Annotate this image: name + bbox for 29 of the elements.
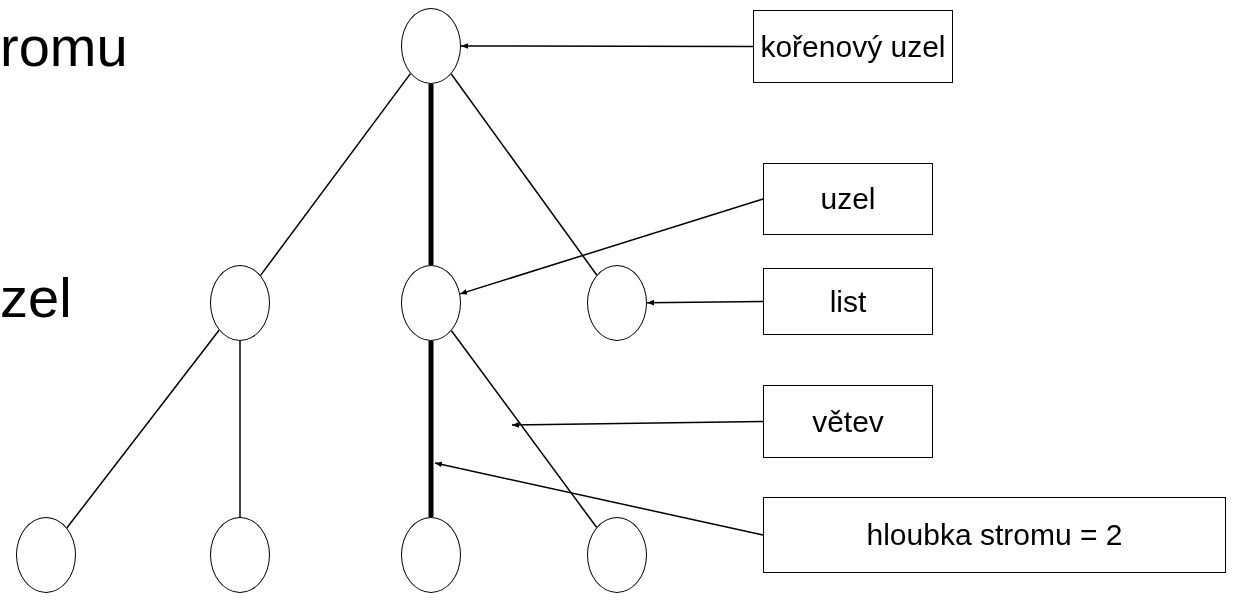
slide-text: romu: [0, 14, 128, 79]
tree-node-circle: [401, 265, 461, 341]
tree-node-circle: [16, 517, 76, 593]
box-label: uzel: [820, 182, 876, 216]
tree-branch-line: [66, 329, 220, 529]
label-box: [753, 10, 953, 83]
tree-branch-line: [239, 340, 241, 518]
leader-arrow: [434, 461, 764, 536]
box-label: kořenový uzel: [760, 29, 946, 64]
label-box: [763, 163, 933, 235]
leader-arrow: [459, 198, 764, 295]
tree-node-circle: [587, 517, 647, 593]
tree-branch-line: [450, 330, 598, 528]
label-box: [763, 268, 933, 335]
box-label: větev: [812, 404, 884, 439]
leader-arrow: [646, 299, 764, 306]
tree-node-circle: [210, 265, 270, 341]
leader-arrow: [511, 420, 764, 428]
box-label: list: [829, 284, 867, 319]
slide-text: zel: [0, 265, 72, 330]
tree-branch-line: [450, 73, 598, 276]
label-box: [763, 497, 1226, 573]
tree-node-circle: [587, 265, 647, 341]
box-label: hloubka stromu = 2: [866, 518, 1123, 552]
label-box: [763, 385, 933, 458]
leader-arrow: [460, 43, 754, 49]
tree-branch-line: [428, 341, 434, 517]
tree-node-circle: [401, 8, 461, 84]
tree-branch-line: [428, 84, 434, 265]
